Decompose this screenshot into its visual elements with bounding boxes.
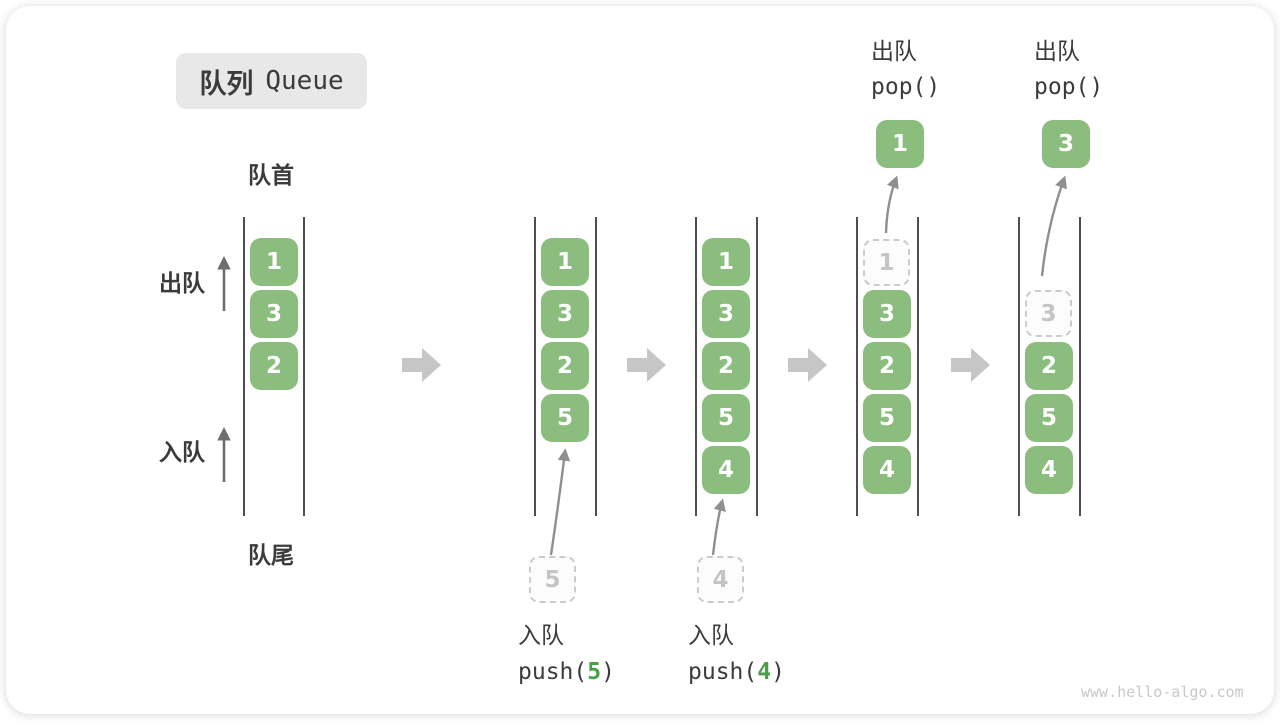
queue5-left-wall <box>1018 217 1020 516</box>
queue-cell: 2 <box>1025 342 1073 390</box>
ghost-cell: 1 <box>863 239 910 286</box>
queue4-right-wall <box>917 217 919 516</box>
queue-cell: 3 <box>250 290 298 338</box>
enqueue-action-code: push(4) <box>688 659 785 687</box>
arrows-overlay <box>6 6 1280 726</box>
pending-cell: 4 <box>697 556 744 603</box>
label-dequeue-side: 出队 <box>159 271 205 299</box>
push5-arrow-icon <box>551 452 565 555</box>
code-func-close: ) <box>771 659 785 685</box>
queue-cell: 3 <box>702 290 750 338</box>
queue2-right-wall <box>595 217 597 516</box>
queue-cell: 3 <box>863 290 911 338</box>
code-arg: 4 <box>757 659 771 685</box>
queue1-left-wall <box>243 217 245 516</box>
popped-cell: 3 <box>1042 120 1090 168</box>
code-func-open: push( <box>688 659 757 685</box>
pending-cell: 5 <box>529 556 576 603</box>
label-queue-rear: 队尾 <box>248 543 294 571</box>
title-chinese: 队列 <box>199 62 253 101</box>
queue3-right-wall <box>756 217 758 516</box>
label-queue-front: 队首 <box>248 163 294 191</box>
ghost-cell: 3 <box>1025 290 1072 337</box>
push4-arrow-icon <box>713 502 722 555</box>
queue1-right-wall <box>303 217 305 516</box>
queue-cell: 2 <box>702 342 750 390</box>
dequeue-action-label: 出队 <box>1034 39 1080 67</box>
dequeue-action-code: pop() <box>1034 74 1103 102</box>
figure-card: 队列 Queue 队首 队尾 出队 入队 1 3 2 1 3 2 5 5 入队 … <box>6 6 1274 714</box>
enqueue-action-code: push(5) <box>518 659 615 687</box>
queue-cell: 4 <box>702 446 750 494</box>
queue-cell: 5 <box>541 394 589 442</box>
code-func-close: ) <box>601 659 615 685</box>
queue-cell: 2 <box>541 342 589 390</box>
queue-cell: 5 <box>863 394 911 442</box>
queue-cell: 2 <box>863 342 911 390</box>
stage-transition-arrow-icon <box>951 348 990 382</box>
dequeue-action-code: pop() <box>871 74 940 102</box>
queue-cell: 5 <box>1025 394 1073 442</box>
enqueue-action-label: 入队 <box>688 623 734 651</box>
queue-cell: 4 <box>1025 446 1073 494</box>
code-arg: 5 <box>587 659 601 685</box>
queue4-left-wall <box>856 217 858 516</box>
queue-cell: 1 <box>541 238 589 286</box>
queue3-left-wall <box>695 217 697 516</box>
dequeue-action-label: 出队 <box>871 39 917 67</box>
pop1-arrow-icon <box>886 179 896 233</box>
queue-cell: 4 <box>863 446 911 494</box>
queue5-right-wall <box>1079 217 1081 516</box>
queue-cell: 1 <box>702 238 750 286</box>
title-english: Queue <box>265 66 343 96</box>
watermark: www.hello-algo.com <box>1081 683 1235 701</box>
stage-transition-arrow-icon <box>627 348 666 382</box>
queue-cell: 3 <box>541 290 589 338</box>
queue-cell: 1 <box>250 238 298 286</box>
queue-cell: 2 <box>250 342 298 390</box>
pop3-arrow-icon <box>1042 179 1064 276</box>
enqueue-action-label: 入队 <box>518 623 564 651</box>
stage-transition-arrow-icon <box>788 348 827 382</box>
stage-transition-arrow-icon <box>402 348 441 382</box>
popped-cell: 1 <box>876 120 924 168</box>
title-badge: 队列 Queue <box>176 53 367 109</box>
queue2-left-wall <box>534 217 536 516</box>
code-func-open: push( <box>518 659 587 685</box>
label-enqueue-side: 入队 <box>159 440 205 468</box>
queue-cell: 5 <box>702 394 750 442</box>
